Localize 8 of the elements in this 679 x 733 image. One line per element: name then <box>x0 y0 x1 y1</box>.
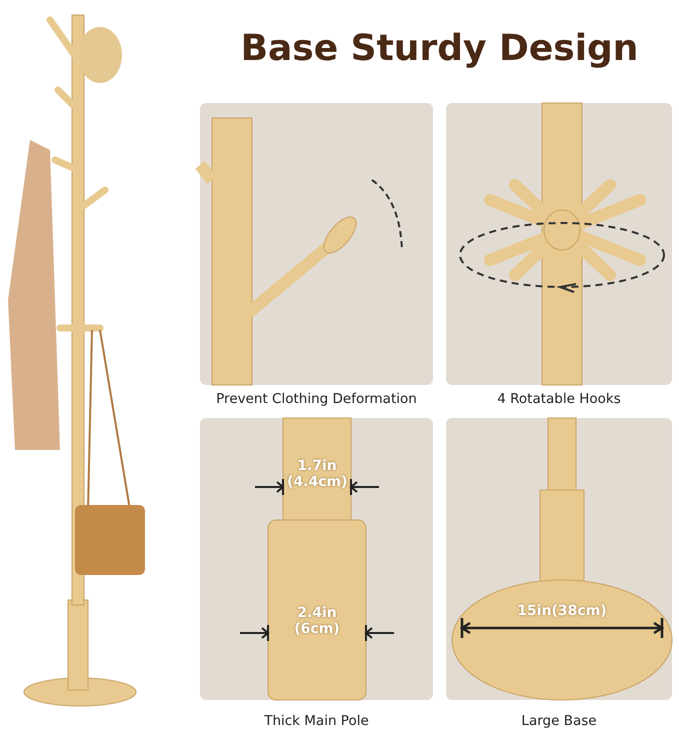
dimension-label: 1.7in (4.4cm) <box>287 458 347 490</box>
caption: Prevent Clothing Deformation <box>215 391 418 407</box>
title: Base Sturdy Design <box>240 28 640 69</box>
caption: 4 Rotatable Hooks <box>496 391 622 407</box>
dimension-label: 15in(38cm) <box>516 603 608 619</box>
dimension-label: 2.4in (6cm) <box>293 605 341 637</box>
caption: Large Base <box>520 713 598 729</box>
caption: Thick Main Pole <box>263 713 370 729</box>
